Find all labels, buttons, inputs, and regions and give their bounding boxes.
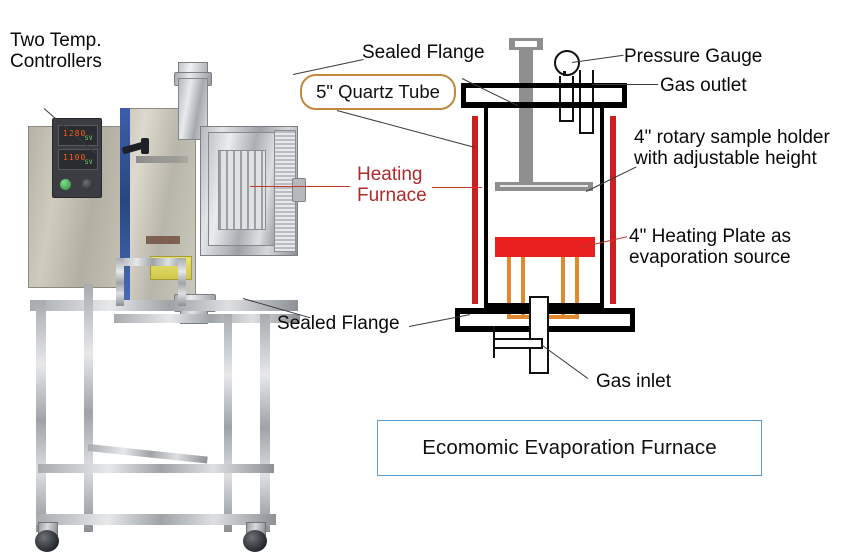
label-sealed-flange-top: Sealed Flange (362, 42, 485, 63)
handle-cutout (515, 41, 537, 47)
caster-wheel (35, 530, 59, 552)
cart-leg-front-right (260, 314, 270, 532)
caption-box: Ecomomic Evaporation Furnace (377, 420, 762, 476)
caption-text: Ecomomic Evaporation Furnace (422, 436, 717, 459)
temp-display-lower-setpoint: SV (84, 159, 93, 166)
furnace-cross-section-schematic (455, 38, 635, 378)
temp-display-lower: 1100 SV (58, 149, 98, 170)
gas-inlet-cross-fitting (493, 338, 543, 349)
label-heating-plate: 4" Heating Plate as evaporation source (629, 226, 792, 269)
furnace-photograph: 1280 SV 1100 SV (28, 62, 328, 552)
temp-display-upper-setpoint: SV (84, 135, 93, 142)
bottom-flange-right-edge (630, 308, 635, 332)
heating-element-right (610, 116, 616, 304)
cart-upper-frame-right (178, 258, 186, 306)
label-heating-furnace: Heating Furnace (357, 164, 427, 207)
temp-display-upper: 1280 SV (58, 125, 98, 146)
support-leg-inner-left (521, 257, 525, 319)
bottom-flange-left-edge (455, 308, 460, 332)
power-button-green[interactable] (60, 179, 71, 190)
leader-sealed-flange-top-left (292, 59, 364, 75)
label-gas-inlet: Gas inlet (596, 371, 671, 392)
controller-panel: 1280 SV 1100 SV (52, 118, 102, 198)
label-quartz-tube: 5" Quartz Tube (316, 81, 440, 102)
gas-inlet-tube (529, 296, 549, 374)
clamp-handle-grip (141, 138, 149, 154)
cart-secondary-deck (114, 314, 300, 323)
furnace-latch (292, 178, 306, 202)
top-flange-upper-plate (461, 83, 627, 88)
cart-leg-rear-right (224, 314, 232, 532)
blue-accent-stripe (120, 108, 130, 300)
leader-gas-outlet (592, 84, 658, 85)
gas-inlet-valve-stem (493, 326, 495, 358)
label-rotary-sample-holder: 4" rotary sample holder with adjustable … (634, 127, 830, 170)
caster-wheel-left (34, 522, 60, 552)
top-flange-right-edge (622, 83, 627, 108)
cart-top-deck (30, 300, 298, 311)
warning-decal (146, 236, 180, 244)
cart-leg-front-left (36, 300, 46, 532)
sample-holder-plate-highlight (500, 185, 588, 187)
leader-quartz-tube (336, 110, 475, 148)
temp-display-lower-value: 1100 (63, 153, 87, 162)
sample-holder-shaft (519, 48, 533, 188)
cart-leg-rear-left (84, 284, 93, 532)
label-sealed-flange-bottom: Sealed Flange (277, 313, 400, 334)
cart-bottom-crossbar (36, 514, 276, 525)
furnace-vent-slots (218, 150, 266, 230)
support-leg-inner-right (561, 257, 565, 319)
quartz-tube-wall-left (484, 108, 488, 308)
pressure-gauge-icon (554, 50, 580, 76)
caster-wheel-right (242, 522, 268, 552)
quartz-tube-column (178, 78, 208, 140)
quartz-tube-wall-right (600, 108, 604, 308)
top-flange-left-edge (461, 83, 466, 108)
label-pressure-gauge: Pressure Gauge (624, 46, 763, 67)
top-flange-lower-plate (461, 102, 627, 108)
heating-plate (495, 237, 595, 257)
cart-diagonal-brace (87, 444, 208, 464)
cart-mid-crossbar (38, 464, 274, 473)
leader-heating-furnace-right (432, 187, 482, 188)
label-gas-outlet: Gas outlet (660, 75, 747, 96)
caster-wheel (243, 530, 267, 552)
brand-marking (136, 156, 188, 163)
support-leg-outer-right (575, 257, 579, 319)
cart-upper-frame-left (116, 258, 124, 306)
heating-element-left (472, 116, 478, 304)
support-leg-outer-left (507, 257, 511, 319)
label-two-temp-controllers: Two Temp. Controllers (10, 30, 102, 73)
cart-upper-frame-top (116, 258, 186, 266)
leader-heating-furnace-photo (250, 186, 350, 187)
control-knob-black[interactable] (82, 179, 93, 190)
label-quartz-tube-box: 5" Quartz Tube (300, 74, 456, 110)
